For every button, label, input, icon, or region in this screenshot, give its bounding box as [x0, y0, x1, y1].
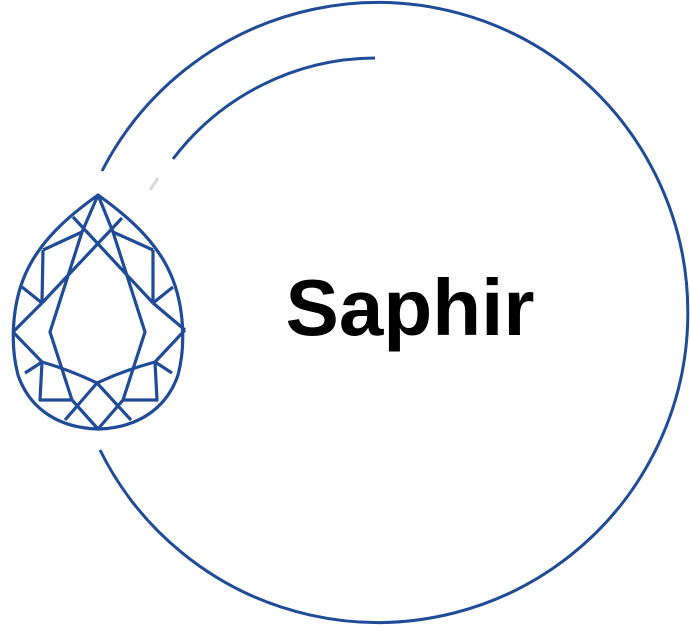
gem-title: Saphir — [285, 263, 535, 352]
inner-ring-arc — [171, 56, 376, 160]
pear-gem-icon — [11, 193, 187, 431]
outer-ring-arc — [98, 1, 690, 624]
gray-dash — [148, 177, 160, 191]
